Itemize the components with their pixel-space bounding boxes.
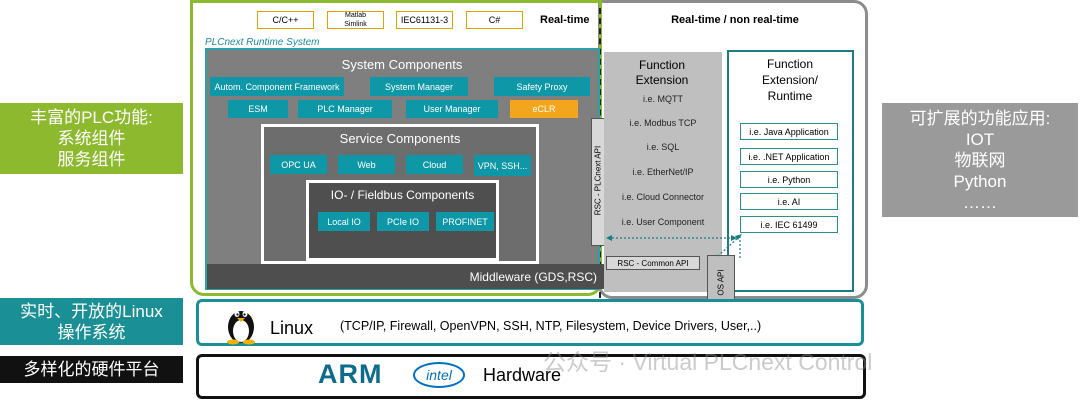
extensible-apps-label: 可扩展的功能应用: IOT 物联网 Python …… — [882, 103, 1078, 217]
linux-features: (TCP/IP, Firewall, OpenVPN, SSH, NTP, Fi… — [340, 319, 762, 333]
io-local-io: Local IO — [318, 212, 370, 231]
service-web: Web — [338, 155, 395, 174]
io-profinet: PROFINET — [436, 212, 494, 231]
extensible-apps-line-4: Python — [953, 171, 1007, 191]
sys-comp-eclr: eCLR — [510, 100, 578, 118]
connector-arrows — [606, 234, 742, 260]
plc-function-line-3: 服务组件 — [57, 150, 126, 169]
sys-comp-autom-framework: Autom. Component Framework — [210, 77, 344, 96]
extensible-apps-line-3: 物联网 — [954, 150, 1006, 170]
fer-dotnet: i.e. .NET Application — [740, 148, 838, 165]
hardware-platform-label: 多样化的硬件平台 — [0, 356, 183, 383]
language-matlab: Matlab Simlink — [327, 11, 384, 29]
watermark: 公众号 · Virtual PLCnext Control — [543, 349, 873, 375]
language-iec61131: IEC61131-3 — [396, 11, 453, 29]
system-components-title: System Components — [341, 57, 463, 72]
plc-function-line-1: 丰富的PLC功能: — [30, 108, 153, 127]
extensible-apps-line-1: 可扩展的功能应用: — [909, 108, 1051, 128]
linux-os-line-2: 操作系统 — [57, 322, 126, 342]
linux-name: Linux — [270, 318, 314, 338]
fe-ethernetip: i.e. EtherNet/IP — [632, 167, 694, 177]
fer-ai: i.e. AI — [740, 193, 838, 210]
extensible-apps-line-2: IOT — [965, 129, 995, 149]
service-cloud: Cloud — [406, 155, 463, 174]
arm-logo: ARM — [318, 359, 383, 389]
intel-logo-text: intel — [426, 367, 452, 383]
hardware-layer — [196, 354, 866, 399]
realtime-non-label: Real-time / non real-time — [671, 14, 799, 26]
middleware-label: Middleware (GDS,RSC) — [469, 270, 597, 284]
sys-comp-safety-proxy: Safety Proxy — [494, 77, 590, 96]
linux-layer — [196, 299, 864, 346]
fer-java: i.e. Java Application — [740, 123, 838, 140]
hardware-platform-text: 多样化的硬件平台 — [23, 360, 160, 379]
fe-modbus: i.e. Modbus TCP — [629, 118, 697, 128]
plc-function-line-2: 系统组件 — [57, 129, 126, 148]
service-vpn-ssh: VPN, SSH... — [474, 155, 531, 176]
language-cpp: C/C++ — [257, 11, 314, 29]
sys-comp-system-manager: System Manager — [370, 77, 468, 96]
fer-python: i.e. Python — [740, 171, 838, 188]
fe-sql: i.e. SQL — [646, 142, 680, 152]
intel-logo: intel — [413, 362, 465, 388]
service-opc-ua: OPC UA — [270, 155, 327, 174]
linux-os-line-1: 实时、开放的Linux — [20, 301, 163, 321]
function-extension-title: Function Extension — [635, 58, 689, 87]
fer-title: Function Extension/ Runtime — [761, 57, 819, 103]
fe-cloud-connector: i.e. Cloud Connector — [621, 192, 705, 202]
plc-function-label: 丰富的PLC功能: 系统组件 服务组件 — [0, 103, 183, 174]
fe-mqtt: i.e. MQTT — [643, 94, 683, 104]
sys-comp-plc-manager: PLC Manager — [298, 100, 392, 118]
runtime-system-label: PLCnext Runtime System — [205, 37, 320, 48]
rsc-common-api: RSC - Common API — [606, 256, 700, 270]
sys-comp-user-manager: User Manager — [406, 100, 498, 118]
service-components-title: Service Components — [339, 131, 461, 146]
io-components-title: IO- / Fieldbus Components — [330, 188, 475, 202]
function-extension-box — [604, 52, 722, 292]
io-pcie-io: PCIe IO — [377, 212, 429, 231]
linux-os-label: 实时、开放的Linux 操作系统 — [0, 298, 183, 345]
realtime-label: Real-time — [540, 14, 590, 26]
sys-comp-esm: ESM — [228, 100, 288, 118]
fer-iec61499: i.e. IEC 61499 — [740, 216, 838, 233]
fe-user-component: i.e. User Component — [621, 217, 705, 227]
hardware-label: Hardware — [483, 365, 562, 385]
extensible-apps-line-5: …… — [963, 192, 997, 212]
tux-penguin-icon — [227, 311, 255, 345]
language-csharp: C# — [466, 11, 523, 29]
